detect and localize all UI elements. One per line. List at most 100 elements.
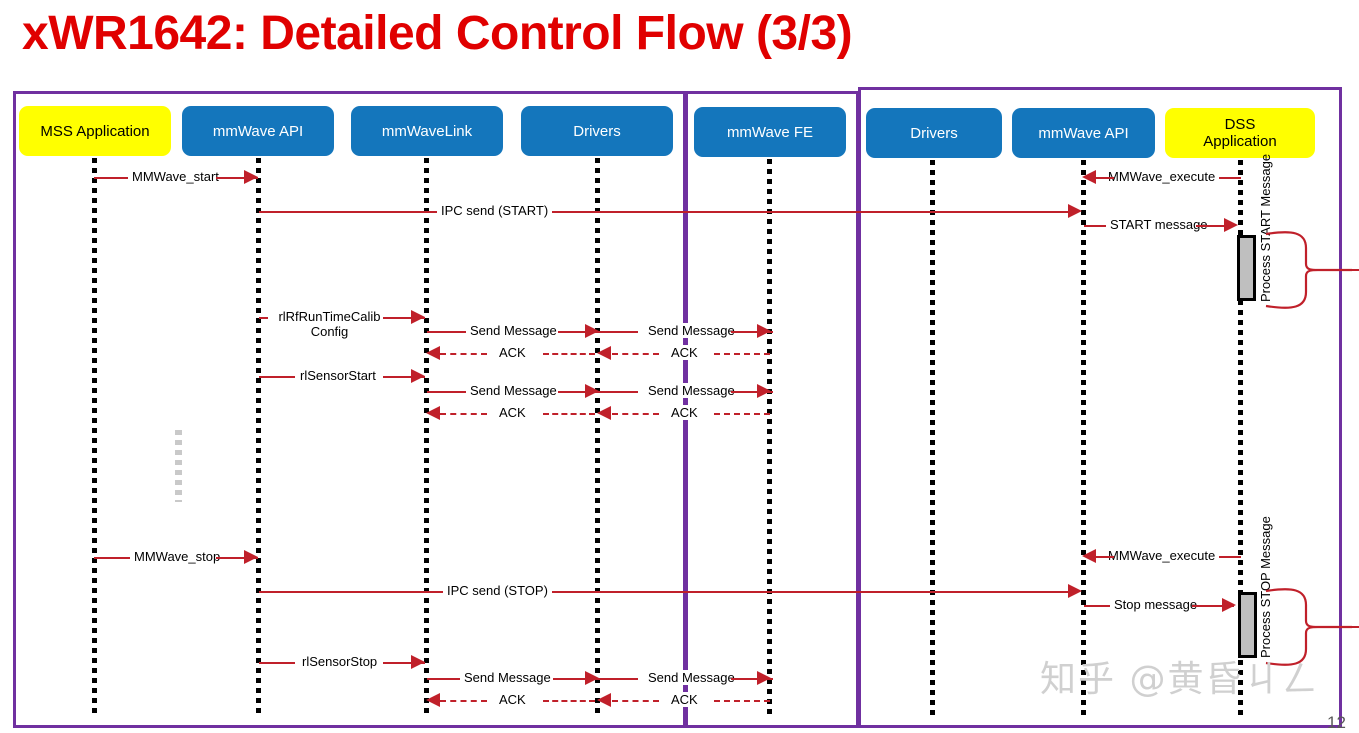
participant-mss-mmwave-api[interactable]: mmWave API <box>182 106 334 156</box>
message-line-ipc-send-stop-a <box>259 591 444 593</box>
lifeline-dss-drivers <box>930 160 935 716</box>
message-arrowhead-send-message-2 <box>757 324 771 338</box>
message-line-ipc-send-start-b <box>552 211 1072 213</box>
message-label-line2: Config <box>310 324 349 339</box>
participant-mss-application[interactable]: MSS Application <box>19 106 171 156</box>
group-frame-mss <box>13 91 686 728</box>
message-line-rlrfruntimecalib-right <box>383 317 425 319</box>
message-arrowhead-send-message-5 <box>585 671 599 685</box>
message-line-mmwave-execute-1-left <box>1094 177 1114 179</box>
message-line-mmwave-execute-2-right <box>1203 556 1241 558</box>
participant-label: mmWave API <box>1038 124 1129 142</box>
participant-mmwave-fe[interactable]: mmWave FE <box>694 107 846 157</box>
message-line-stop-message-b <box>1192 605 1234 607</box>
message-line-send-message-1-a <box>427 331 467 333</box>
message-line-ack-6-a <box>612 700 659 702</box>
participant-dss-application[interactable]: DSS Application <box>1165 108 1315 158</box>
message-line-mmwave-start-right <box>216 177 258 179</box>
message-label-start-message: START message <box>1106 217 1212 232</box>
message-arrowhead-send-message-6 <box>757 671 771 685</box>
message-line-mmwave-stop-right <box>216 557 258 559</box>
participant-label: MSS Application <box>40 122 150 140</box>
message-line-rlsensorstop-left <box>259 662 295 664</box>
message-label-rlsensorstart: rlSensorStart <box>296 368 380 383</box>
activation-bar-process-stop <box>1238 592 1257 658</box>
lifeline-mss-mmwave-api <box>256 158 261 716</box>
message-arrowhead-rlrfruntimecalib <box>411 310 425 324</box>
message-line-mmwave-execute-2-left <box>1094 556 1114 558</box>
watermark: 知乎 @黄昏ㄐㄥ <box>1040 659 1320 700</box>
message-arrowhead-ack-6 <box>597 693 611 707</box>
message-line-ack-3-b <box>543 413 595 415</box>
message-label-ack-2: ACK <box>667 345 702 360</box>
message-label-send-message-6: Send Message <box>644 670 739 685</box>
message-arrowhead-ack-5 <box>426 693 440 707</box>
message-arrowhead-send-message-3 <box>585 384 599 398</box>
message-label-send-message-5: Send Message <box>460 670 555 685</box>
message-line-ack-2-b <box>714 353 770 355</box>
group-frame-dss <box>858 87 1342 728</box>
participant-dss-drivers[interactable]: Drivers <box>866 108 1002 158</box>
message-line-send-message-4-b <box>731 391 773 393</box>
message-line-send-message-1-b <box>558 331 600 333</box>
message-line-rlsensorstop-right <box>383 662 425 664</box>
message-arrowhead-ack-4 <box>597 406 611 420</box>
message-line-send-message-5-a <box>427 678 467 680</box>
message-line-send-message-5-b <box>553 678 600 680</box>
message-arrowhead-start-message <box>1224 218 1238 232</box>
message-line-ack-2-a <box>612 353 659 355</box>
participant-label: Drivers <box>573 122 621 140</box>
lifeline-dss-application <box>1238 160 1243 716</box>
message-arrowhead-ack-3 <box>426 406 440 420</box>
message-line-ipc-send-stop-b <box>552 591 1072 593</box>
message-label-ack-3: ACK <box>495 405 530 420</box>
lifeline-dss-mmwave-api <box>1081 160 1086 716</box>
lifeline-mss-drivers <box>595 158 600 716</box>
message-line-ack-3-a <box>440 413 487 415</box>
message-arrowhead-ipc-send-start <box>1068 204 1082 218</box>
message-line-start-message-a <box>1084 225 1106 227</box>
message-line-rlsensorstart-left <box>259 376 295 378</box>
message-line-ack-4-a <box>612 413 659 415</box>
participant-label: mmWave API <box>212 122 304 140</box>
brace-tail-line-stop <box>1340 626 1359 628</box>
participant-label: DSS Application <box>1203 116 1277 150</box>
message-line-send-message-3-b <box>558 391 600 393</box>
activation-bar-process-start <box>1237 235 1256 301</box>
lifeline-mss-mmwavelink <box>424 158 429 716</box>
brace-process-start <box>1265 231 1352 309</box>
message-label-send-message-4: Send Message <box>644 383 739 398</box>
message-line-start-message-b <box>1196 225 1234 227</box>
participant-label: mmWave FE <box>726 123 814 141</box>
message-arrowhead-stop-message <box>1222 598 1236 612</box>
participant-mss-mmwavelink[interactable]: mmWaveLink <box>351 106 503 156</box>
message-arrowhead-mmwave-start <box>244 170 258 184</box>
message-label-line1: rlRfRunTimeCalib <box>278 309 381 324</box>
message-line-ack-5-a <box>440 700 487 702</box>
message-line-ack-1-a <box>440 353 487 355</box>
message-arrowhead-mmwave-execute-1 <box>1082 170 1096 184</box>
message-line-stop-message-a <box>1084 605 1110 607</box>
message-line-mmwave-stop-left <box>94 557 130 559</box>
message-line-send-message-6-a <box>598 678 638 680</box>
message-arrowhead-ack-2 <box>597 346 611 360</box>
message-line-send-message-4-a <box>598 391 638 393</box>
participant-mss-drivers[interactable]: Drivers <box>521 106 673 156</box>
message-line-rlsensorstart-right <box>383 376 425 378</box>
message-line-mmwave-start-left <box>94 177 130 179</box>
lifeline-ellipsis-indicator <box>175 430 182 502</box>
message-line-rlrfruntimecalib-left <box>259 317 273 319</box>
page-title: xWR1642: Detailed Control Flow (3/3) <box>22 7 853 60</box>
message-line-send-message-2-a <box>598 331 638 333</box>
message-arrowhead-mmwave-stop <box>244 550 258 564</box>
message-arrowhead-rlsensorstart <box>411 369 425 383</box>
message-label-ipc-send-stop: IPC send (STOP) <box>443 583 552 598</box>
message-label-ack-4: ACK <box>667 405 702 420</box>
participant-label: Drivers <box>910 124 958 142</box>
message-line-ack-5-b <box>543 700 595 702</box>
participant-dss-mmwave-api[interactable]: mmWave API <box>1012 108 1155 158</box>
message-line-ack-1-b <box>543 353 595 355</box>
message-label-ack-1: ACK <box>495 345 530 360</box>
message-label-send-message-1: Send Message <box>466 323 561 338</box>
message-label-send-message-3: Send Message <box>466 383 561 398</box>
